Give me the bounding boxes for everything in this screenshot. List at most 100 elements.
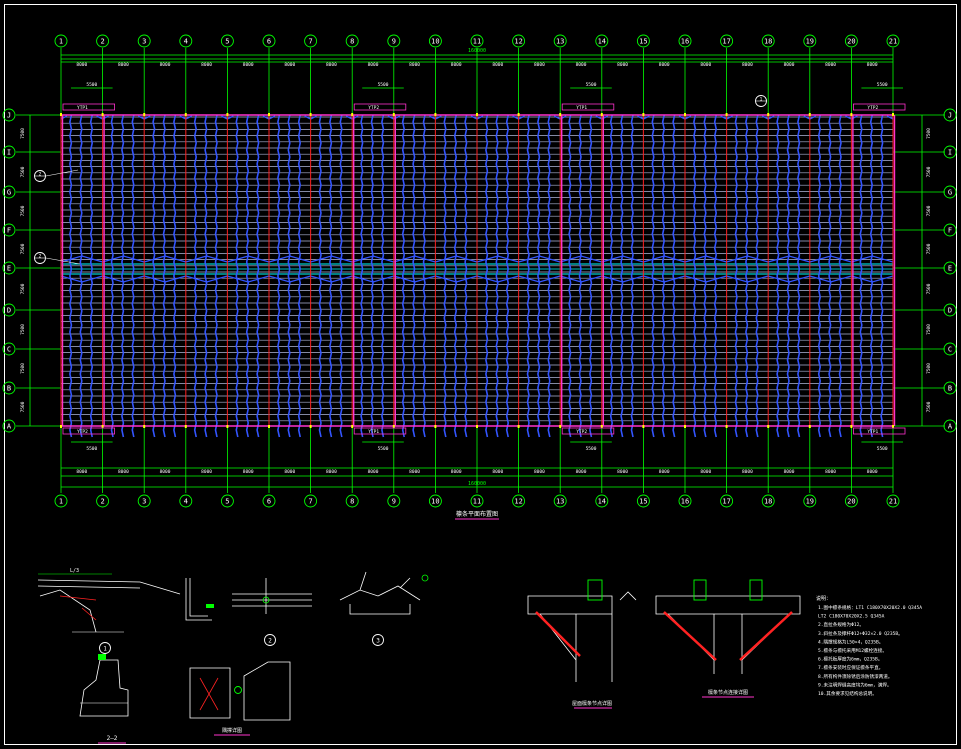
note-line: 3.斜拉条及撑杆Φ12+Φ32×2.0 Q235B。 <box>818 630 903 637</box>
column-mark <box>808 113 811 116</box>
row-axis-bubble <box>2 303 16 317</box>
bay-dim-top: 8000 <box>243 62 254 68</box>
note-line: LT2 C180X70X20X2.5 Q345A <box>818 614 885 620</box>
col-axis-bubble <box>886 494 900 508</box>
tie-rod <box>69 114 73 438</box>
section-title: 2—2 <box>107 735 118 742</box>
detail-3: 3 <box>339 571 429 646</box>
col-axis-bubble <box>220 34 234 48</box>
detail-2-num: 2 <box>268 638 272 645</box>
ytp-label-top: YTP2 <box>867 105 878 111</box>
ytp-box-bottom <box>561 427 615 435</box>
tie-rod <box>412 114 416 438</box>
row-dim-right: 7500 <box>926 363 932 374</box>
detail-5: 屋面檩条节点详图 <box>527 579 637 709</box>
tie-rod-diag <box>227 115 270 120</box>
col-axis-label: 5 <box>225 498 229 506</box>
tie-rod <box>110 114 114 438</box>
bay-dim-top: 8000 <box>326 62 337 68</box>
col-axis-label: 21 <box>889 498 897 506</box>
col-axis-bubble <box>304 34 318 48</box>
col-axis-bubble <box>345 34 359 48</box>
tie-rod <box>828 114 832 438</box>
bay-dim-bottom: 8000 <box>742 469 753 475</box>
tie-rod <box>672 114 676 438</box>
col-axis-label: 11 <box>473 38 481 46</box>
bay-dim-top: 8000 <box>368 62 379 68</box>
tie-rod <box>256 114 260 438</box>
tie-rod <box>89 114 94 438</box>
column-mark <box>184 425 187 428</box>
col-axis-label: 12 <box>514 498 522 506</box>
bay-dim-top: 8000 <box>784 62 795 68</box>
column-mark <box>392 113 395 116</box>
col-axis-bubble <box>96 494 110 508</box>
row-axis-bubble <box>2 381 16 395</box>
bay-dim-bottom: 8000 <box>409 469 420 475</box>
row-axis-bubble <box>943 145 957 159</box>
tie-rod-ridge-v <box>393 275 436 283</box>
bay-dim-bottom: 8000 <box>118 469 129 475</box>
column-mark <box>684 113 686 116</box>
column-mark <box>476 113 478 116</box>
tie-rod <box>485 114 489 438</box>
tie-rod <box>609 114 614 438</box>
detail-callout-num: 1 <box>760 97 763 103</box>
note-line: 10.其余要求见结构总说明。 <box>818 690 877 697</box>
col-axis-bubble <box>345 494 359 508</box>
detail-6-plate <box>693 579 707 601</box>
column-mark <box>642 425 645 428</box>
row-axis-label: B <box>7 385 11 393</box>
note-line: 6.檩托板厚度为6mm，Q235B。 <box>818 656 882 663</box>
row-axis-label: D <box>7 307 11 315</box>
col-axis-bubble <box>470 34 484 48</box>
bay-dim-top: 8000 <box>576 62 587 68</box>
column-mark <box>725 425 728 428</box>
column-mark <box>892 425 894 428</box>
col-axis-label: 19 <box>806 38 814 46</box>
bay-dim-top: 8000 <box>284 62 295 68</box>
tie-rod-ridge-v <box>726 255 769 263</box>
tie-rod-ridge-v <box>352 275 394 283</box>
tie-rod <box>578 114 582 438</box>
tie-rod <box>152 114 156 438</box>
row-dim-left: 7500 <box>20 243 26 254</box>
tie-rod <box>703 114 707 438</box>
row-axis-bubble <box>2 342 16 356</box>
bay-dim-bottom: 8000 <box>201 469 212 475</box>
tie-rod-ridge-v <box>435 255 478 263</box>
tie-rod <box>193 114 198 438</box>
tie-rod-ridge-v <box>560 255 602 263</box>
tie-rod-diag <box>435 115 478 120</box>
column-mark <box>517 425 520 428</box>
col-axis-label: 12 <box>514 38 522 46</box>
column-mark <box>268 113 270 116</box>
row-axis-label: A <box>7 423 12 431</box>
tie-rod-ridge-v <box>684 275 727 283</box>
col-axis-label: 11 <box>473 498 481 506</box>
tie-rod <box>838 114 842 438</box>
bay-dim-bottom: 8000 <box>243 469 254 475</box>
col-axis-bubble <box>595 34 609 48</box>
col-axis-label: 20 <box>847 498 855 506</box>
detail-1-num: 1 <box>103 646 107 653</box>
column-mark <box>351 425 354 428</box>
row-axis-label: A <box>948 423 953 431</box>
bay-dim-top: 8000 <box>617 62 628 68</box>
row-axis-bubble <box>2 223 16 237</box>
callout-leader <box>45 169 79 177</box>
ytp-box-bottom <box>62 427 115 435</box>
tie-rod <box>214 114 218 438</box>
bay-dim-top: 8000 <box>201 62 212 68</box>
column-mark <box>60 425 62 428</box>
tie-rod-ridge-v <box>102 275 145 283</box>
tie-rod <box>776 114 780 438</box>
col-axis-bubble <box>179 34 193 48</box>
detail-1-weld <box>59 595 97 621</box>
detail-4-weld <box>199 677 219 711</box>
detail-1: L/31 <box>37 568 181 654</box>
tie-rod-diag <box>476 115 519 120</box>
row-dim-right: 7500 <box>926 243 932 254</box>
row-dim-left: 7500 <box>20 166 26 177</box>
